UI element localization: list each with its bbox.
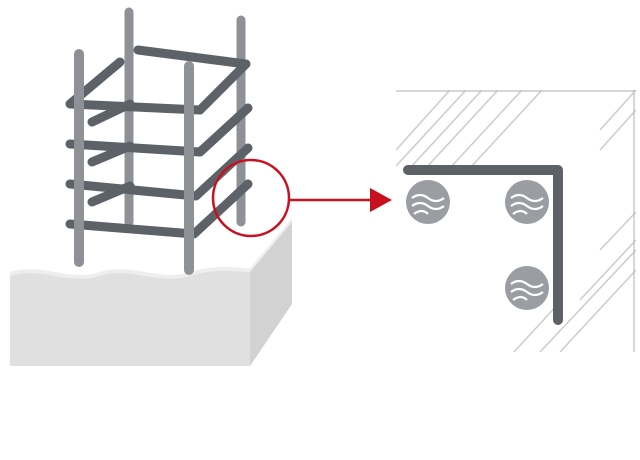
stirrup-3: [65, 141, 253, 201]
footing-front-face: [10, 271, 250, 366]
rebar-section-3: [505, 266, 549, 310]
concrete-footing: [10, 218, 292, 366]
rebar-section-2: [505, 180, 549, 224]
callout: [211, 158, 392, 238]
stirrup-top: [65, 45, 251, 115]
arrow-right-icon: [370, 188, 392, 212]
detail-view: [396, 90, 636, 352]
rebar-section-1: [406, 180, 450, 224]
stirrup-2: [65, 99, 253, 157]
rebar-stirrups: [65, 45, 253, 239]
rebar-front-verticals: [74, 49, 194, 275]
footing-side-face: [250, 222, 292, 366]
detail-hatching: [396, 90, 636, 352]
callout-circle-icon: [211, 158, 291, 238]
rebar-sections: [406, 180, 549, 310]
stirrup-section: [403, 165, 563, 325]
